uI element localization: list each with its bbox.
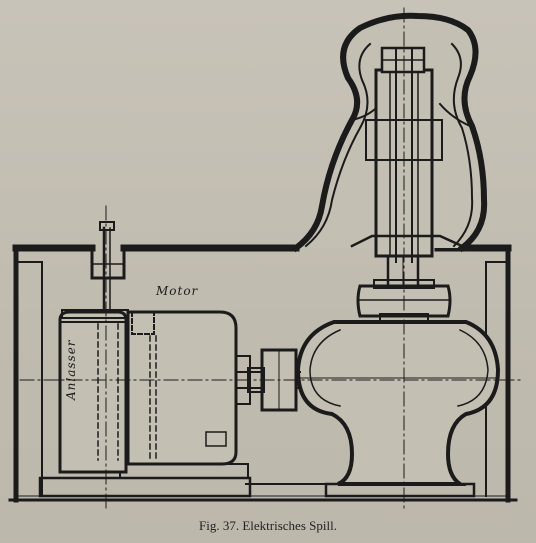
starter-cabinet — [58, 309, 129, 474]
starter-lever — [90, 221, 126, 314]
capstan-drum — [291, 12, 488, 263]
electric-motor — [114, 310, 251, 479]
worm-gear-housing — [295, 320, 501, 498]
base-plate — [38, 476, 327, 498]
vertical-shaft — [386, 254, 420, 288]
starter-label: Anlasser — [64, 339, 78, 400]
figure-caption: Fig. 37. Elektrisches Spill. — [199, 518, 337, 533]
motor-label: Motor — [156, 284, 199, 298]
center-lines — [19, 7, 521, 513]
